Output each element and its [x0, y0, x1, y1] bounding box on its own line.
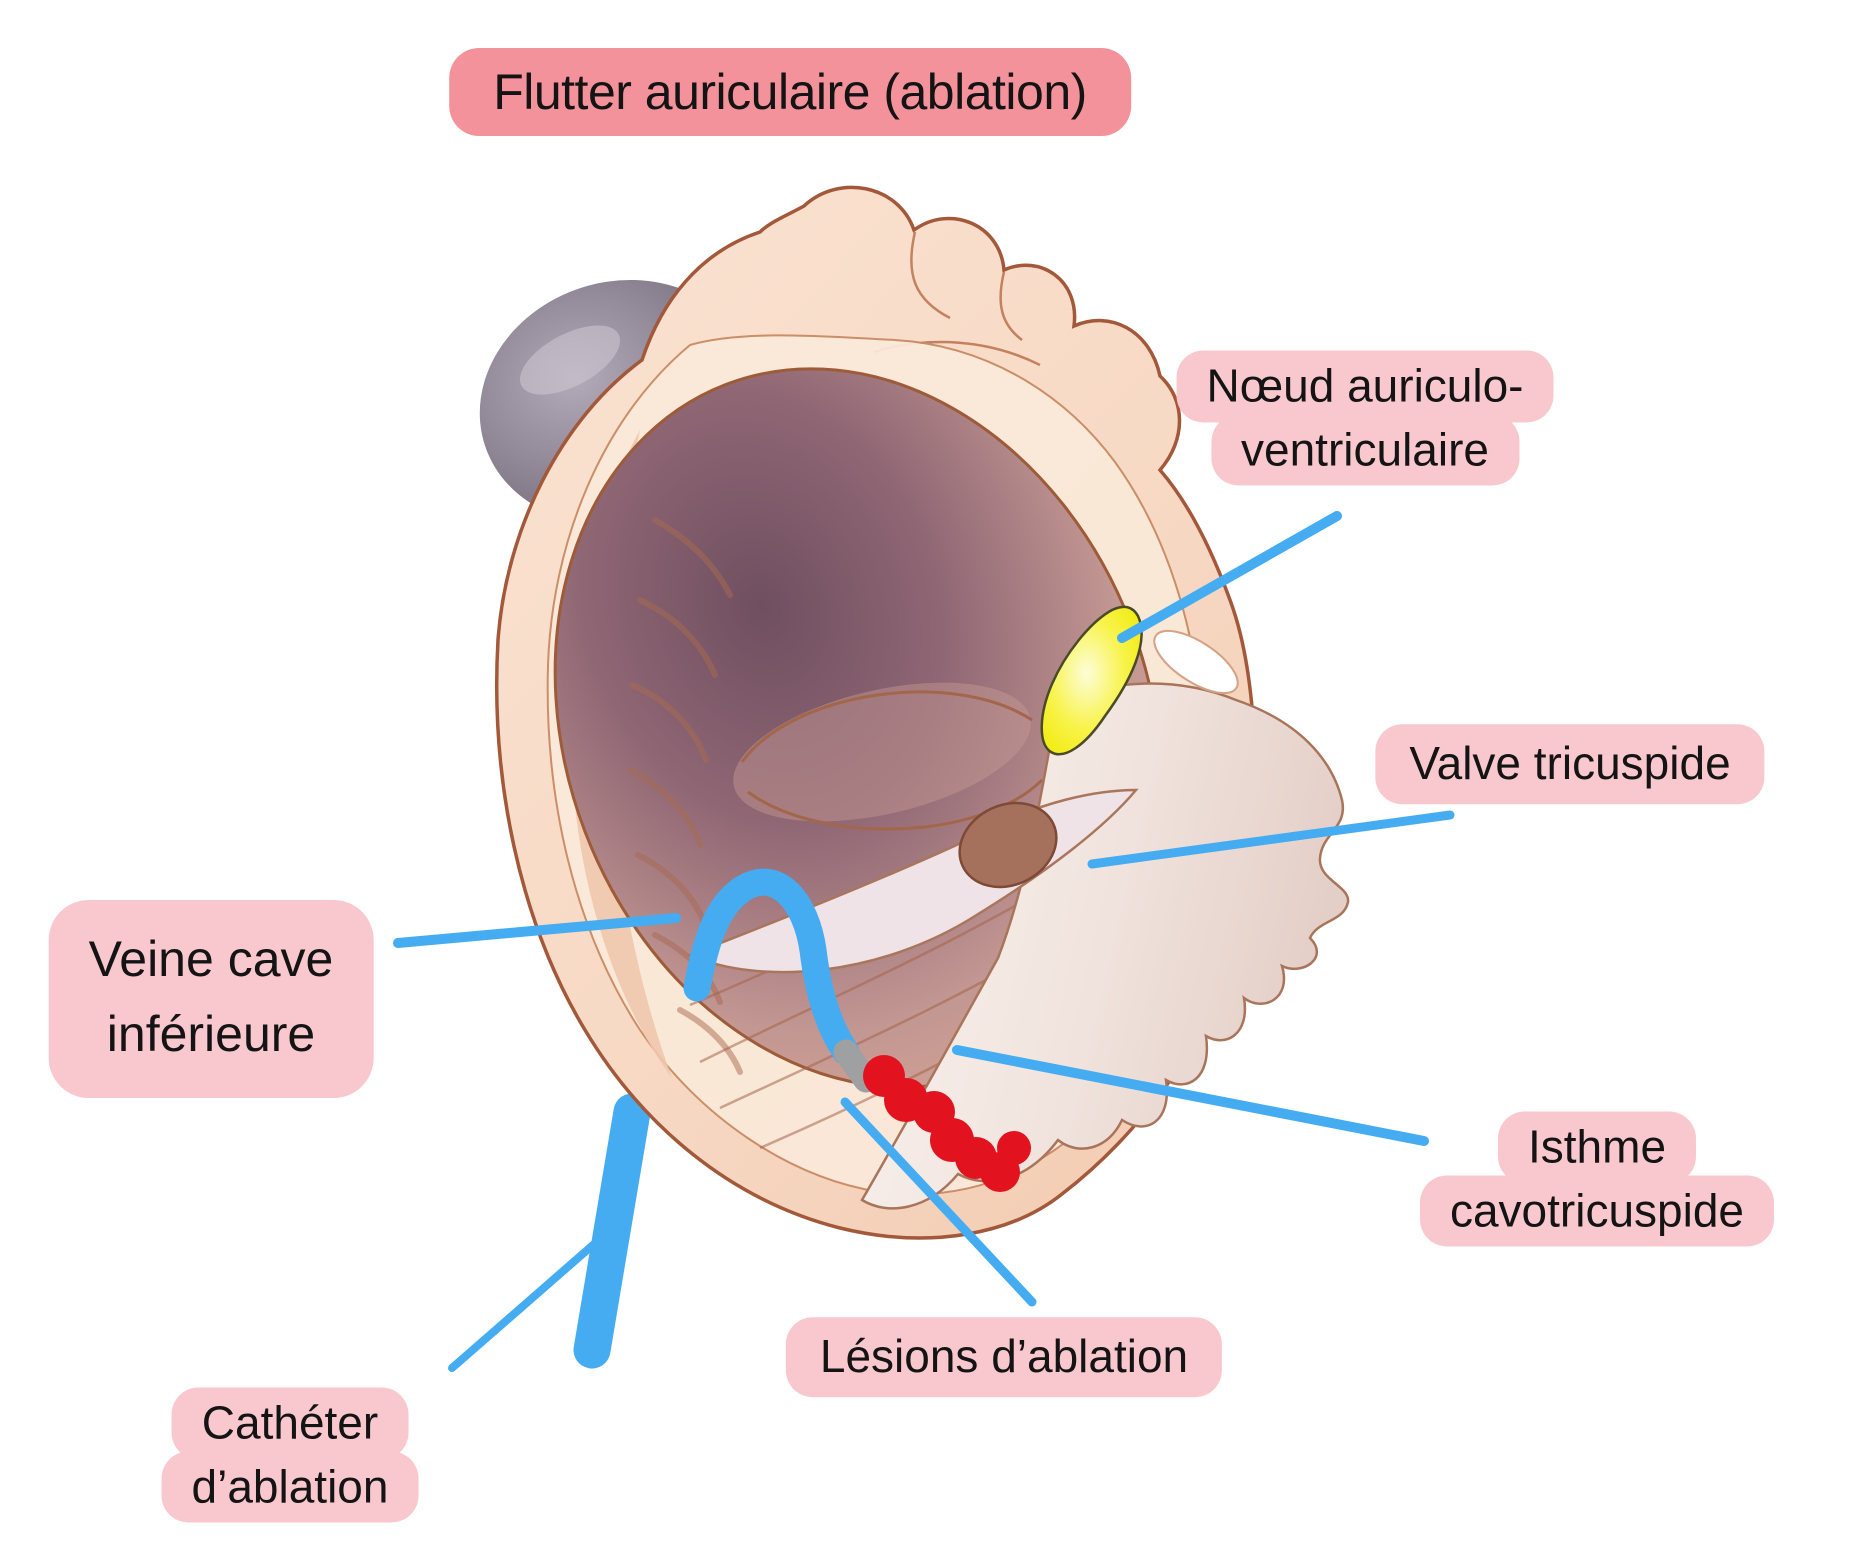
- label-av-node: Nœud auriculo- ventriculaire: [1176, 350, 1554, 486]
- catheter-tip: [833, 1039, 879, 1093]
- leader-isthmus: [952, 1045, 1429, 1146]
- av-node-shape: [1040, 605, 1143, 756]
- label-inferior-vena-cava-text: Veine cave inférieure: [48, 900, 374, 1098]
- label-isthmus-line2: cavotricuspide: [1419, 1175, 1775, 1247]
- label-ablation-lesions: Lésions d’ablation: [785, 1317, 1223, 1397]
- leader-catheter: [448, 1234, 605, 1372]
- leader-lines: [393, 511, 1455, 1372]
- label-cavotricuspid-isthmus: Isthme cavotricuspide: [1419, 1111, 1775, 1247]
- ablation-lesions-dots: [863, 1055, 1031, 1192]
- label-isthmus-line1: Isthme: [1497, 1111, 1697, 1183]
- tricuspid-valve-sheet: [860, 629, 1350, 1210]
- label-tricuspid-valve: Valve tricuspide: [1375, 724, 1765, 804]
- catheter-shaft: [573, 1093, 651, 1369]
- label-tricuspid-valve-text: Valve tricuspide: [1375, 724, 1765, 804]
- label-inferior-vena-cava: Veine cave inférieure: [48, 900, 374, 1098]
- atrium-cavity: [553, 367, 1163, 1150]
- label-catheter-line2: d’ablation: [161, 1451, 419, 1523]
- ablation-catheter-loop: [683, 868, 879, 1093]
- leader-valve: [1087, 810, 1455, 869]
- diagram-title-text: Flutter auriculaire (ablation): [449, 48, 1131, 136]
- label-ablation-lesions-text: Lésions d’ablation: [785, 1317, 1223, 1397]
- leader-lesions: [840, 1097, 1037, 1307]
- coronary-sinus-ostium: [958, 801, 1058, 889]
- leader-av-node: [1117, 511, 1342, 643]
- diagram-title: Flutter auriculaire (ablation): [449, 48, 1131, 136]
- label-catheter-line1: Cathéter: [171, 1387, 409, 1459]
- leader-vena-cava: [393, 913, 681, 948]
- label-av-node-line2: ventriculaire: [1211, 414, 1519, 486]
- label-av-node-line1: Nœud auriculo-: [1176, 350, 1554, 422]
- label-ablation-catheter: Cathéter d’ablation: [161, 1387, 419, 1523]
